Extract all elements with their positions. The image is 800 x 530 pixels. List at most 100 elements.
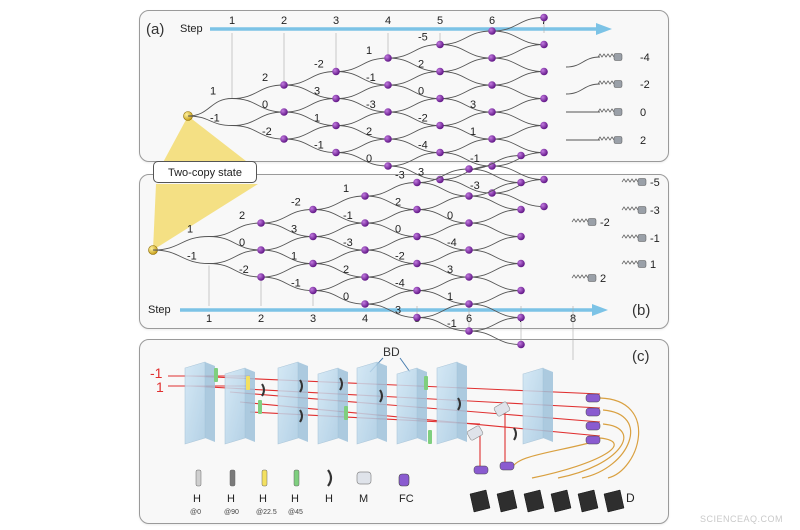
position-label-b: -1 bbox=[187, 251, 197, 263]
position-label-a: -2 bbox=[418, 113, 428, 125]
fiber-coupler-icon bbox=[585, 393, 601, 403]
legend-name: M bbox=[359, 493, 368, 505]
beam-splitter-node bbox=[517, 151, 525, 160]
position-label-a: -1 bbox=[470, 153, 480, 165]
waveguide-path bbox=[231, 84, 285, 99]
waveguide-path bbox=[491, 179, 545, 194]
fiber-coupler-icon bbox=[613, 80, 623, 88]
position-label-b: 0 bbox=[343, 291, 349, 303]
beam-splitter-node bbox=[384, 162, 392, 170]
step-number-a: 5 bbox=[437, 15, 443, 27]
position-label-b: -2 bbox=[395, 251, 405, 263]
beam-splitter-node bbox=[413, 313, 421, 322]
crystal-side bbox=[457, 362, 467, 442]
beam-displacer-crystal bbox=[224, 367, 255, 445]
position-label-a: -2 bbox=[262, 126, 272, 138]
position-label-a: 2 bbox=[418, 59, 424, 71]
output-label-b: -2 bbox=[600, 217, 610, 229]
fiber-coupler-icon bbox=[585, 407, 601, 417]
detector-label: D bbox=[626, 491, 635, 505]
waveguide-path bbox=[260, 222, 314, 237]
legend-name: H bbox=[291, 493, 299, 505]
fiber-spring bbox=[571, 274, 589, 279]
watermark: SCIENCEAQ.COM bbox=[700, 514, 784, 524]
beam-splitter-node bbox=[465, 246, 473, 254]
waveguide-path bbox=[312, 222, 366, 237]
beam-splitter-node bbox=[517, 205, 525, 214]
waveguide-path bbox=[468, 317, 522, 332]
waveguide-path bbox=[416, 209, 470, 224]
waveguide-path bbox=[491, 30, 545, 45]
waveguide-path bbox=[312, 195, 366, 210]
fiber-coupler-icon bbox=[499, 461, 515, 471]
position-label-b: -3 bbox=[395, 170, 405, 182]
output-label-a: 0 bbox=[640, 107, 646, 119]
waveguide-path bbox=[335, 152, 389, 167]
position-label-a: 1 bbox=[314, 113, 320, 125]
beam-splitter-node bbox=[517, 178, 525, 187]
waveguide-path bbox=[468, 263, 522, 278]
crystal-side bbox=[205, 362, 215, 442]
waveguide-path bbox=[439, 138, 493, 153]
beam-splitter-node bbox=[413, 205, 421, 214]
fiber-spring bbox=[621, 206, 639, 211]
waveguide-path bbox=[187, 115, 233, 126]
fiber-coupler-icon bbox=[473, 465, 489, 475]
detector-icon bbox=[577, 489, 599, 513]
source-cone-b bbox=[153, 184, 258, 250]
waveguide-path bbox=[283, 138, 337, 153]
beam-splitter-node bbox=[436, 94, 444, 103]
output-path bbox=[565, 83, 601, 95]
waveguide-path bbox=[416, 317, 470, 332]
input-label-1: 1 bbox=[156, 379, 164, 395]
waveguide-path bbox=[260, 263, 314, 278]
waveguide-path bbox=[312, 236, 366, 251]
beam-splitter-node bbox=[517, 340, 525, 349]
waveguide-path bbox=[468, 209, 522, 224]
output-port-a bbox=[597, 108, 623, 116]
beam-splitter-node bbox=[488, 27, 496, 35]
waveguide-path bbox=[439, 98, 493, 113]
position-label-a: 0 bbox=[418, 86, 424, 98]
waveguide-path bbox=[335, 98, 389, 113]
legend-subscript: @45 bbox=[288, 509, 303, 516]
waveguide-path bbox=[491, 111, 545, 126]
position-label-a: 0 bbox=[366, 153, 372, 165]
legend-name: H bbox=[325, 493, 333, 505]
legend-waveplate-icon bbox=[195, 469, 202, 487]
waveguide-path bbox=[283, 111, 337, 126]
step-arrow-a bbox=[210, 23, 612, 35]
waveguide-path bbox=[187, 98, 233, 117]
beam-splitter-node bbox=[488, 162, 496, 170]
position-label-b: -1 bbox=[343, 210, 353, 222]
beam-splitter-node bbox=[465, 300, 473, 308]
position-label-b: -1 bbox=[291, 278, 301, 290]
output-port-b bbox=[621, 206, 647, 214]
legend-fiber-coupler-icon bbox=[398, 473, 410, 487]
waveguide-path bbox=[416, 222, 470, 237]
waveguide-path bbox=[208, 249, 262, 264]
waveguide-path bbox=[491, 84, 545, 99]
position-label-b: -2 bbox=[239, 264, 249, 276]
position-label-b: 2 bbox=[343, 264, 349, 276]
position-label-a: 3 bbox=[470, 99, 476, 111]
panel-a-step-label: Step bbox=[180, 23, 203, 35]
beam-splitter-node bbox=[465, 327, 473, 335]
beam-splitter-node bbox=[332, 121, 340, 130]
output-label-a: -4 bbox=[640, 52, 650, 64]
step-number-b: 2 bbox=[258, 313, 264, 325]
fiber-coupler-icon bbox=[637, 260, 647, 268]
beam-splitter-node bbox=[517, 313, 525, 322]
beam-splitter-node bbox=[540, 175, 548, 184]
fiber-coupler-icon bbox=[637, 234, 647, 242]
beam-splitter-node bbox=[540, 13, 548, 22]
legend-mirror-icon bbox=[356, 471, 372, 485]
waveguide-path bbox=[468, 330, 522, 345]
fiber-spring bbox=[597, 136, 615, 141]
waveguide-path bbox=[231, 125, 285, 140]
output-label-a: 2 bbox=[640, 135, 646, 147]
detectors bbox=[469, 489, 625, 513]
position-label-b: 2 bbox=[395, 197, 401, 209]
beam-splitter-node bbox=[309, 286, 317, 295]
